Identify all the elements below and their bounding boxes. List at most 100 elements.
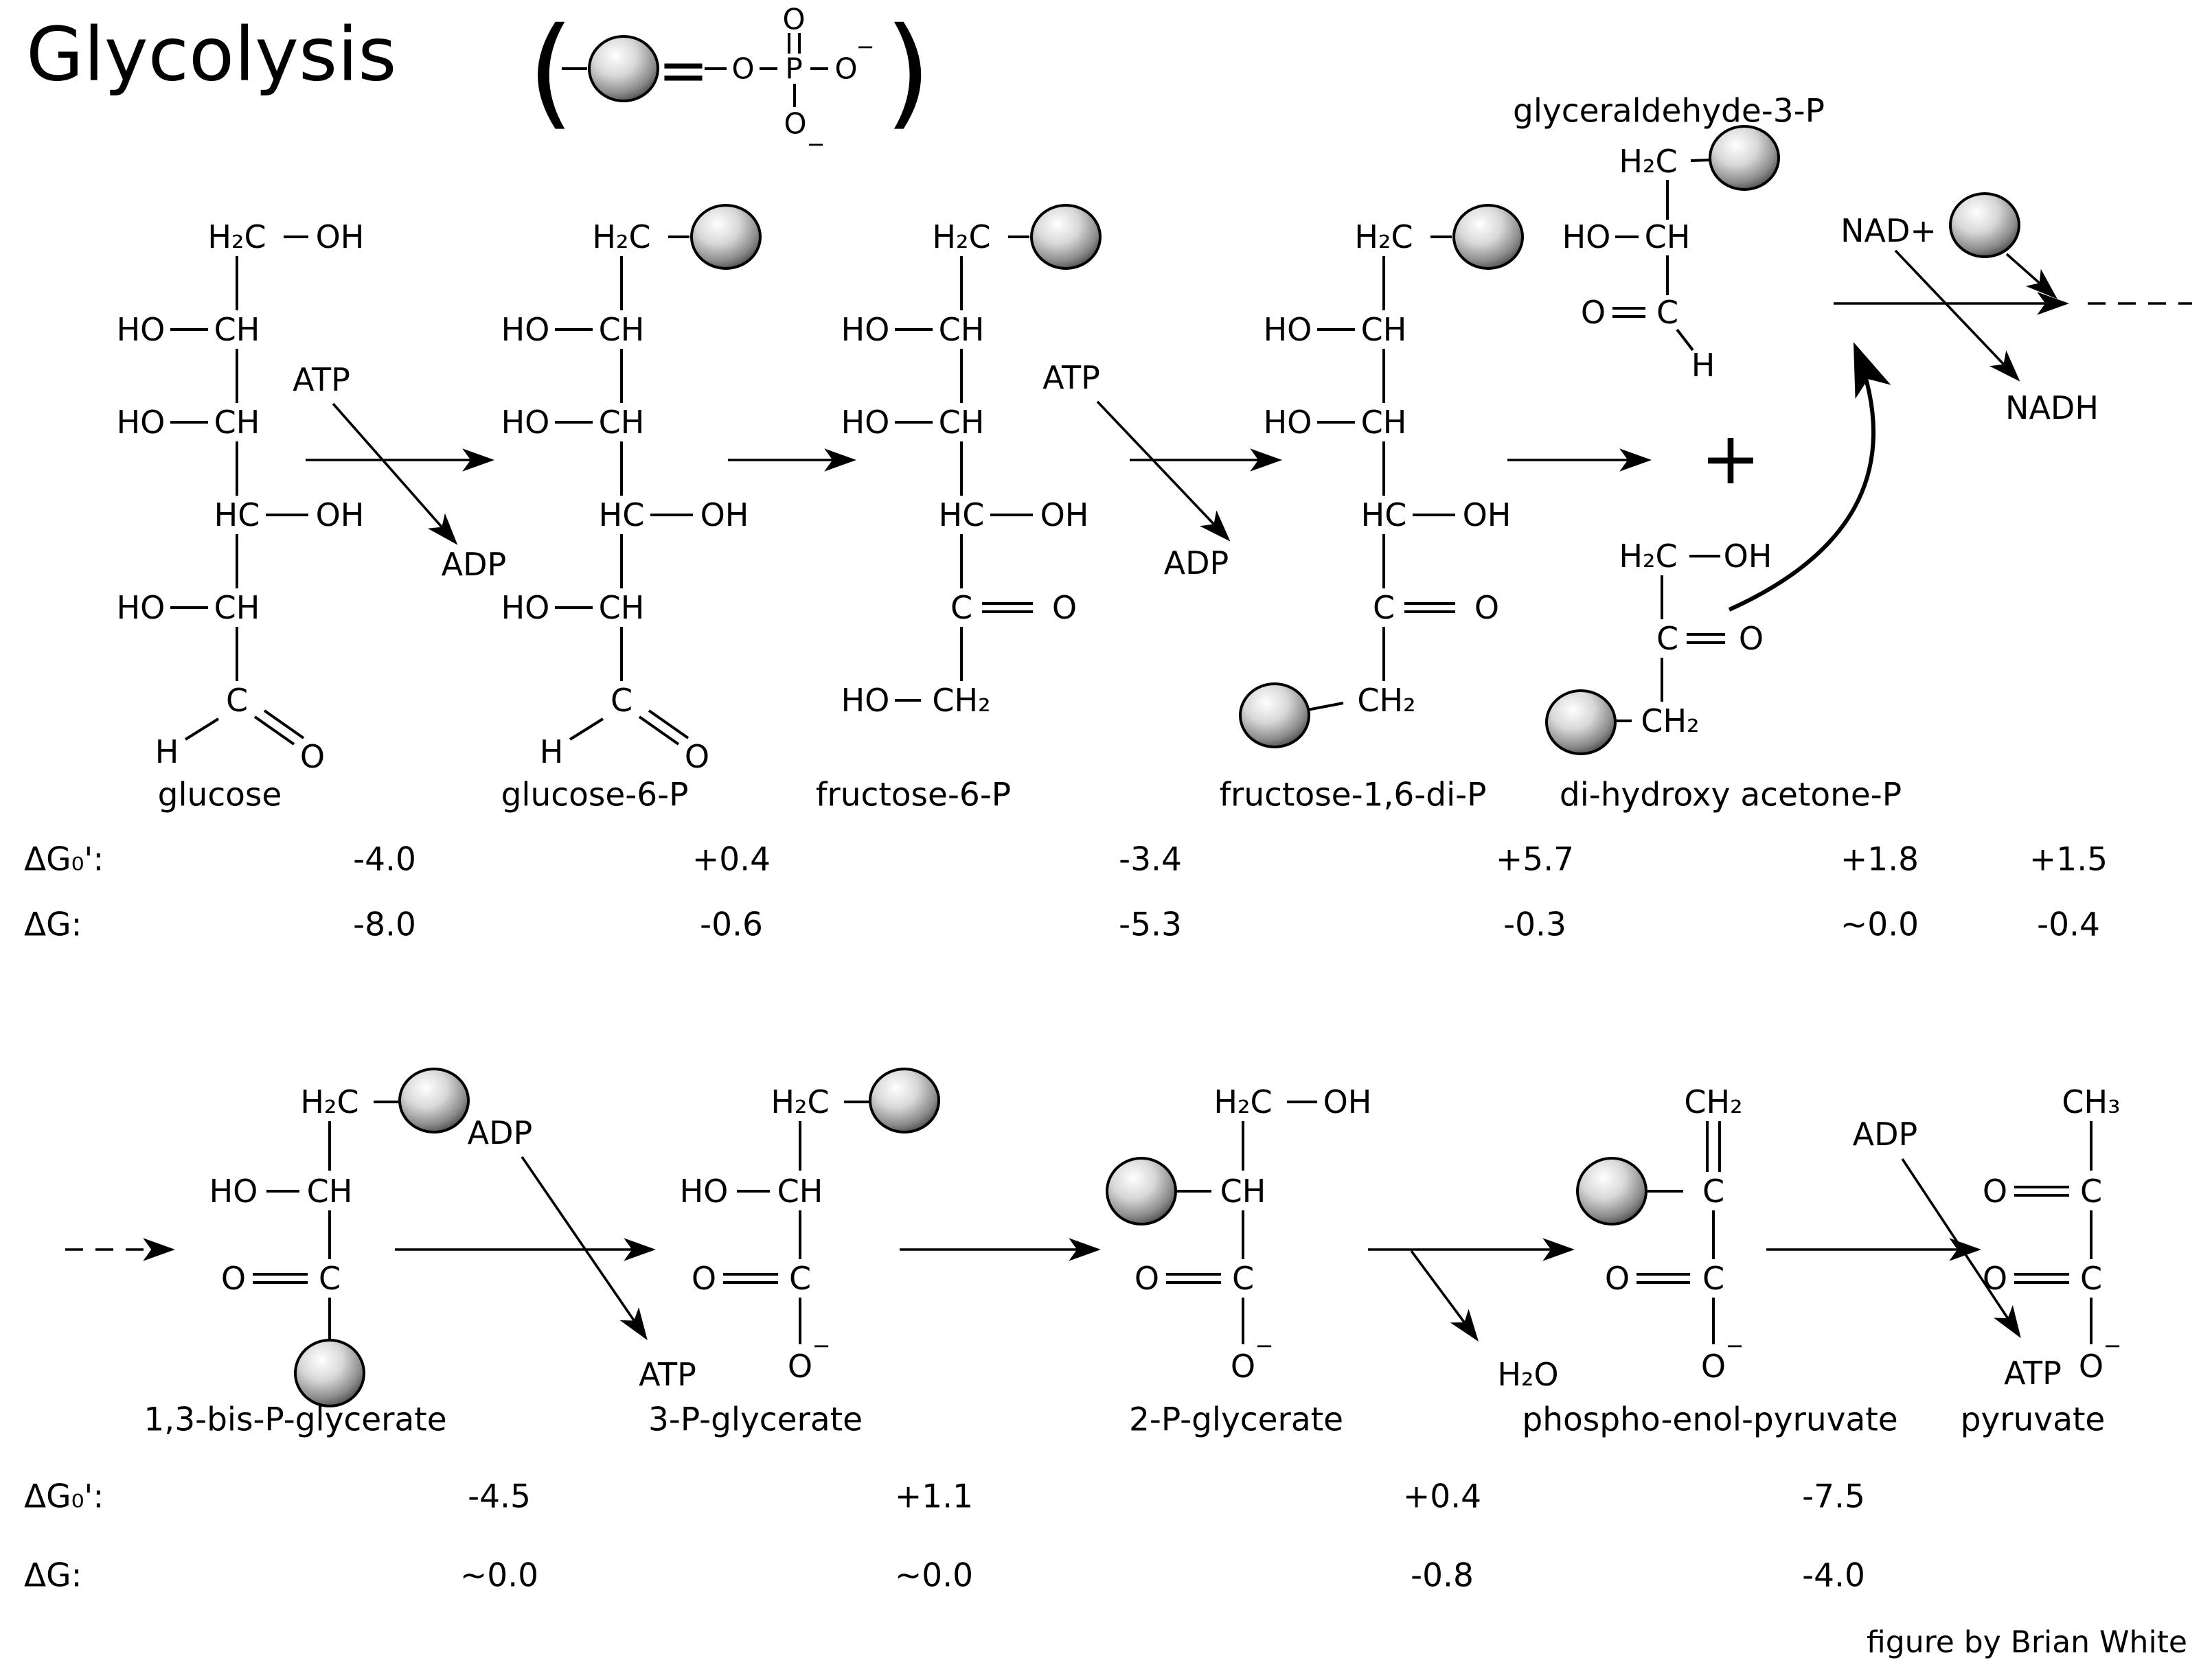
atom: HC [214,496,260,533]
molecule-2-p-glycerate: H₂C OH CH C O O − 2-P-glycerate [1106,1083,1372,1439]
molecule-pyruvate: CH₃ C O C O O − pyruvate [1961,1083,2122,1439]
phosphate-icon [588,35,659,102]
atom: H [155,733,179,770]
phosphate-legend: ( = O P O − O O − ) [527,3,931,158]
adp-label: ADP [1853,1116,1918,1153]
atom: HO [117,311,166,348]
legend-equals: = [658,35,709,106]
molecule-name: fructose-6-P [816,776,1011,814]
atom: CH [777,1173,823,1210]
molecule-phospho-enol-pyruvate: CH₂ C C O O − phospho-enol-pyruvate [1522,1083,1897,1439]
atom: OH [1724,538,1772,575]
atom: CH₂ [1684,1083,1742,1120]
phosphate-in-arrow [2005,253,2057,299]
atom: O [685,738,709,775]
water-label: H₂O [1497,1356,1558,1393]
dg0-value: -3.4 [1119,841,1182,879]
atom: HO [841,404,890,441]
phosphate-icon [1030,204,1102,270]
atom: H₂C [1354,218,1413,255]
phosphate-icon [690,204,762,270]
adp-label: ADP [442,546,507,583]
dg-value: -4.0 [1802,1557,1865,1595]
dg-value: ~0.0 [895,1557,973,1595]
atom: C [1373,589,1395,626]
atom: CH [214,404,260,441]
dg0-header: ΔG₀': [24,841,104,879]
bond [184,717,220,741]
double-bond [638,715,680,746]
atom: C [1232,1260,1254,1297]
reaction-2pg-to-pep: H₂O [1368,1238,1575,1393]
dg-value: ~0.0 [1840,906,1919,944]
atp-label: ATP [293,361,350,398]
molecule-name: pyruvate [1961,1401,2106,1439]
atom: O [1052,589,1077,626]
dg0-value: +1.5 [2029,841,2108,879]
molecule-name: glyceraldehyde-3-P [1513,93,1825,130]
atom: HO [117,404,166,441]
oxygen-label: O [782,3,805,36]
nad-label: NAD+ [1840,212,1937,249]
dg0-value: +0.4 [1403,1478,1481,1516]
water-out-arrow [1410,1250,1479,1342]
molecule-name: fructose-1,6-di-P [1220,776,1487,814]
atom: HO [117,589,166,626]
atom: CH₃ [2062,1083,2120,1120]
nad-to-nadh-arrow [1894,249,2020,382]
adp-label: ADP [1164,544,1229,582]
atom: C [611,682,632,719]
top-energy-table: ΔG₀': -4.0 +0.4 -3.4 +5.7 +1.8 +1.5 ΔG: … [24,841,2108,944]
bond [1676,328,1694,352]
dg-value: -0.6 [700,906,763,944]
atom: OH [700,496,749,533]
atom: O [1605,1260,1630,1297]
atom: C [1702,1260,1724,1297]
minus-charge: − [1255,1333,1274,1359]
dg0-header: ΔG₀': [24,1478,104,1516]
adp-atp-arrow [1901,1158,2021,1339]
phosphate-icon [1106,1157,1177,1226]
molecule-dihydroxyacetone-p: H₂C OH C O CH₂ di-hydroxy acetone-P [1545,538,1902,814]
atom: HO [1562,218,1611,255]
atom: CH [599,311,645,348]
atom: H [540,733,564,770]
atom: CH [1361,404,1407,441]
atom: H₂C [771,1083,829,1120]
atom: HC [599,496,645,533]
oxygen-label: O [784,107,806,141]
reaction-glucose-to-g6p: ATP ADP [293,361,506,583]
minus-charge: − [807,131,825,157]
atom: O [2079,1348,2103,1385]
atom: O [692,1260,716,1297]
atom: O [1474,589,1499,626]
atp-label: ATP [639,1356,696,1393]
atom: HC [1361,496,1407,533]
reaction-f6p-to-f16bp: ATP ADP [1042,359,1283,582]
atom: CH [599,404,645,441]
dg-header: ΔG: [24,906,82,944]
dg0-value: +0.4 [692,841,771,879]
molecule-name: 3-P-glycerate [648,1401,863,1439]
atom: OH [1323,1083,1372,1120]
molecule-name: 1,3-bis-P-glycerate [144,1401,446,1439]
phosphate-icon [294,1339,365,1407]
molecule-name: 2-P-glycerate [1129,1401,1343,1439]
phosphate-icon [1452,204,1524,270]
atp-adp-arrow [1096,400,1231,542]
double-bond [263,709,305,739]
molecule-name: glucose [158,776,282,814]
minus-charge: − [1726,1333,1744,1359]
atom: H₂C [1619,538,1677,575]
molecule-glyceraldehyde-3-p: glyceraldehyde-3-P H₂C CH HO C O H [1513,93,1825,384]
atp-label: ATP [2004,1355,2062,1392]
atom: CH [1361,311,1407,348]
dg0-value: -7.5 [1802,1478,1865,1516]
plus-sign: + [1700,417,1761,500]
dg-header: ΔG: [24,1557,82,1595]
atom: O [300,738,325,775]
phosphorus-label: P [785,52,802,86]
dg-value: -0.3 [1503,906,1566,944]
atom: HO [841,311,890,348]
